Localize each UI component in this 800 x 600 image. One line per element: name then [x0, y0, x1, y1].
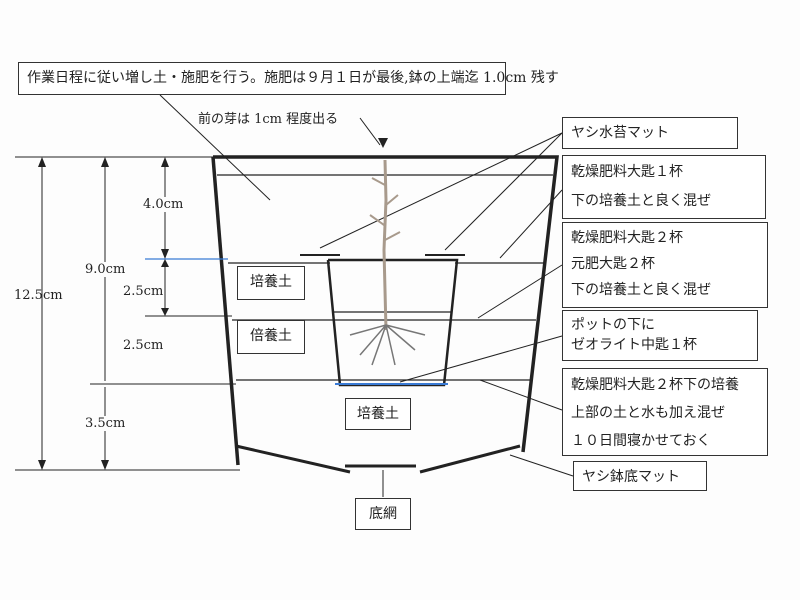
callout-line: 元肥大匙２杯 [571, 256, 655, 272]
callout-bottom-mat: ヤシ鉢底マット [573, 461, 707, 491]
callout-line: ヤシ鉢底マット [582, 469, 680, 485]
callout-line: ゼオライト中匙１杯 [571, 337, 697, 353]
pot-bottom-left [235, 444, 351, 474]
callout-fertilizer-1: 乾燥肥料大匙１杯 下の培養土と良く混ぜ [562, 155, 766, 219]
callout-line: 乾燥肥料大匙２杯 [571, 230, 683, 246]
dim-mid1: 2.5cm [123, 284, 164, 299]
dim-top-gap: 4.0cm [143, 197, 184, 212]
callout-line: ヤシ水苔マット [571, 125, 669, 141]
callout-line: 乾燥肥料大匙２杯下の培養 [571, 377, 739, 393]
dim-upper: 9.0cm [85, 262, 126, 277]
inner-pot [326, 258, 459, 387]
callout-line: ポットの下に [571, 317, 655, 333]
top-note: 作業日程に従い増し土・施肥を行う。施肥は９月１日が最後,鉢の上端迄 1.0cm … [18, 62, 559, 95]
dim-total: 12.5cm [14, 288, 63, 303]
dim-mid2: 2.5cm [123, 338, 164, 353]
callout-line: 乾燥肥料大匙１杯 [571, 164, 683, 180]
callout-line: 下の培養土と良く混ぜ [571, 282, 711, 298]
bottom-net-label: 底網 [355, 498, 411, 530]
pot-wall [213, 155, 559, 453]
callout-base-soil: 乾燥肥料大匙２杯下の培養 上部の土と水も加え混ぜ １０日間寝かせておく [562, 368, 768, 456]
soil-label: 倍養土 [237, 320, 305, 354]
bud-note: 前の芽は 1cm 程度出る [198, 112, 339, 127]
dim-bottom: 3.5cm [85, 416, 126, 431]
callout-line: 下の培養土と良く混ぜ [571, 193, 711, 209]
pot-bottom-right [419, 444, 521, 474]
soil-label: 培養土 [237, 266, 305, 300]
callout-line: １０日間寝かせておく [571, 433, 711, 449]
callout-line: 上部の土と水も加え混ぜ [571, 405, 725, 421]
pot-wall-left [211, 156, 240, 466]
callout-fertilizer-2: 乾燥肥料大匙２杯 元肥大匙２杯 下の培養土と良く混ぜ [562, 222, 768, 308]
callout-coir-moss-mat: ヤシ水苔マット [562, 117, 738, 149]
plant-seedling [349, 159, 426, 366]
callout-zeolite: ポットの下に ゼオライト中匙１杯 [562, 310, 758, 361]
soil-label: 培養土 [345, 398, 411, 430]
